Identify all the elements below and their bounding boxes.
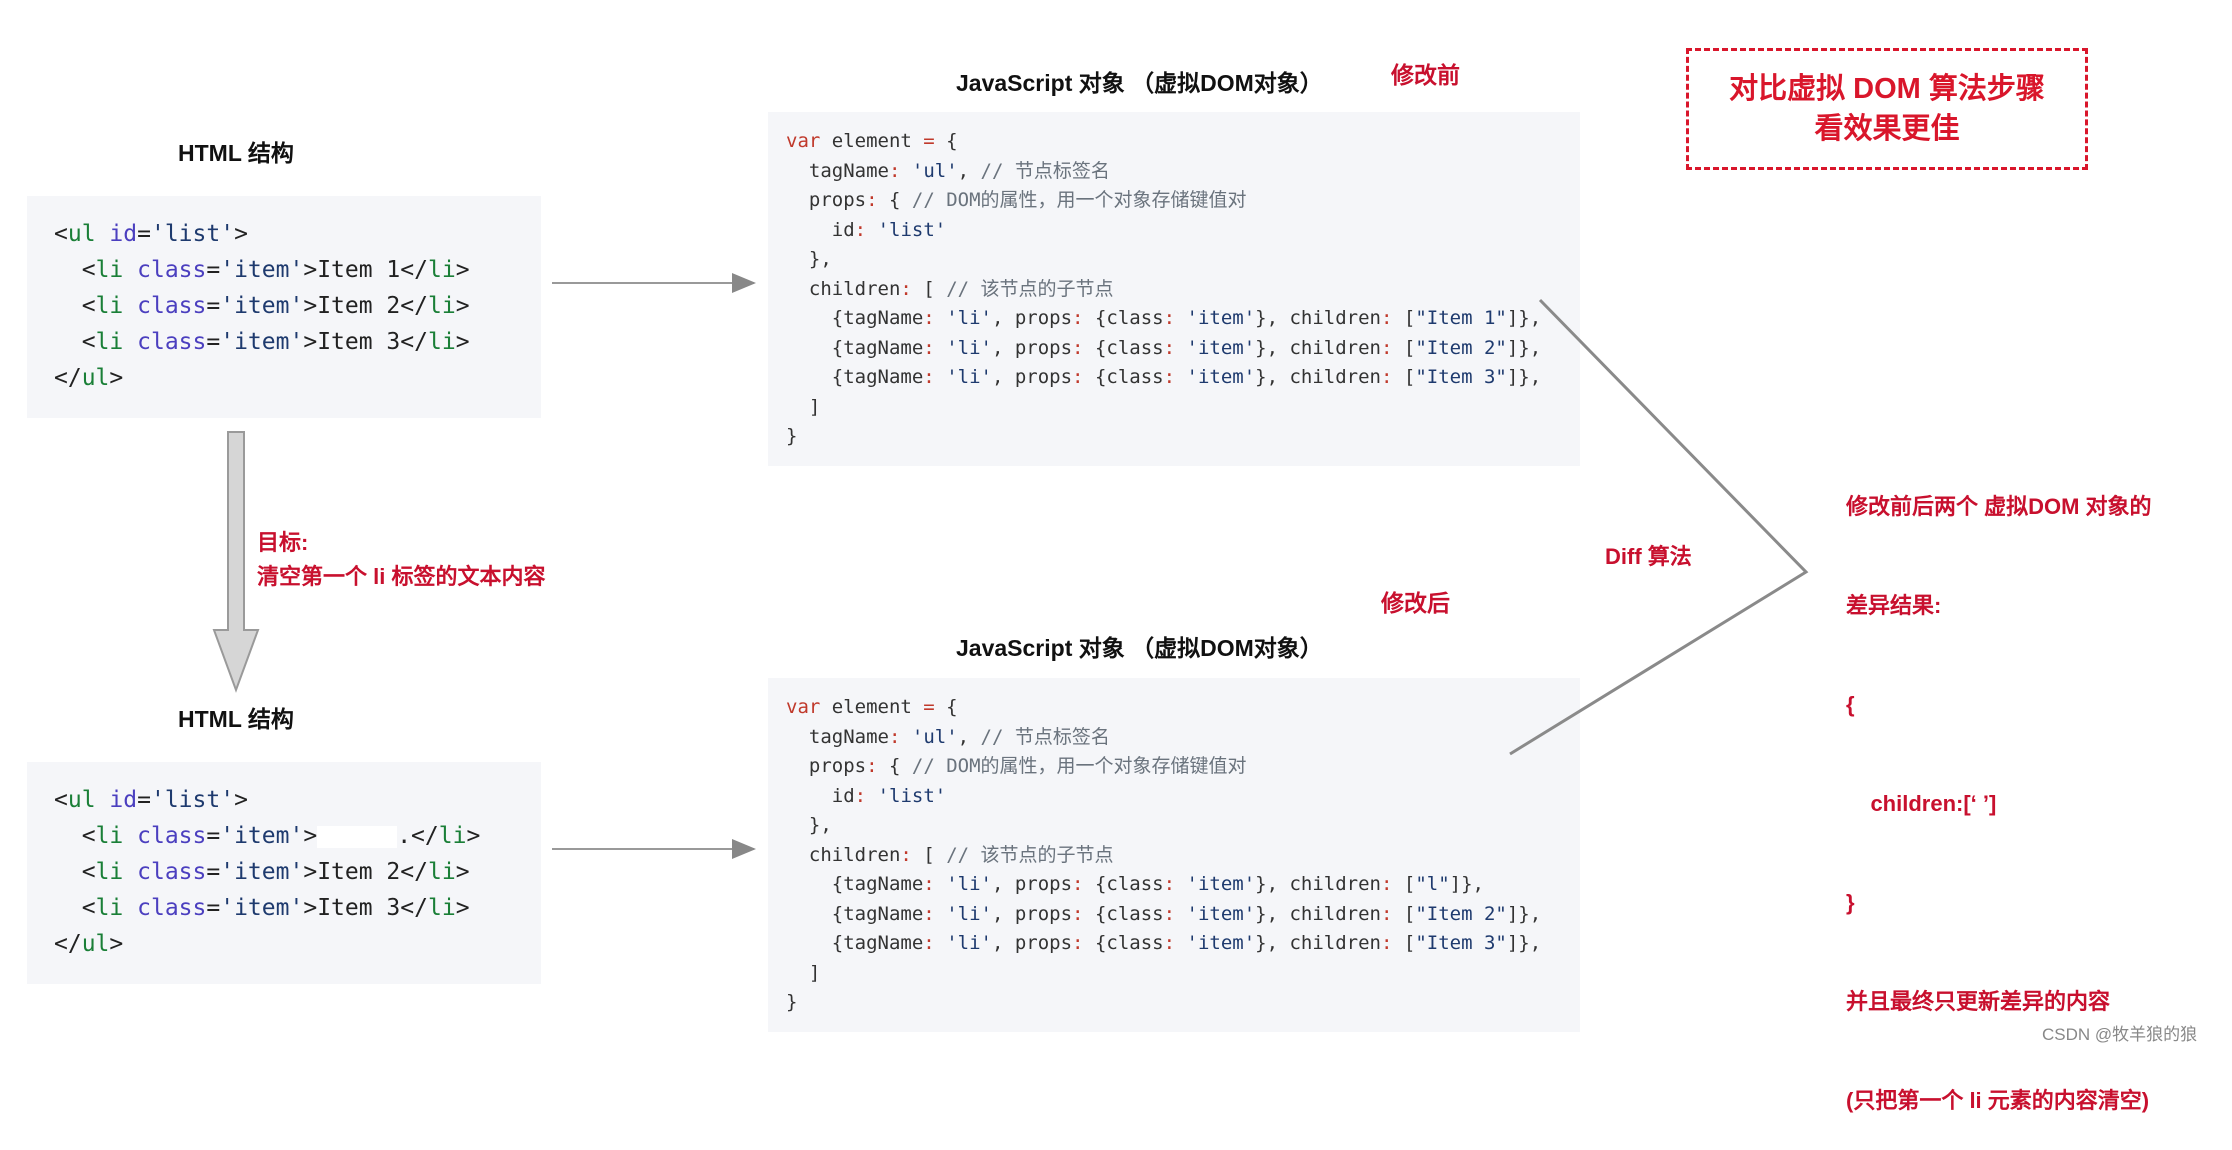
result-line: {	[1846, 692, 1855, 717]
after-label: 修改后	[1381, 590, 1450, 616]
js-line: var element = {	[786, 130, 958, 152]
result-line: children:[‘ ’]	[1846, 791, 1997, 816]
js-line: {tagName: 'li', props: {class: 'item'}, …	[786, 902, 1542, 925]
before-label: 修改前	[1391, 62, 1460, 88]
result-line: 修改前后两个 虚拟DOM 对象的	[1846, 494, 2152, 519]
result-line: (只把第一个 li 元素的内容清空)	[1846, 1088, 2150, 1113]
result-line: }	[1846, 890, 1855, 915]
js-line: props: { // DOM的属性，用一个对象存储键值对	[808, 755, 1247, 777]
tip-line-2: 看效果更佳	[1814, 113, 1960, 145]
result-line: 差异结果:	[1846, 593, 1942, 618]
result-line: 并且最终只更新差异的内容	[1846, 989, 2111, 1014]
js-line: {tagName: 'li', props: {class: 'item'}, …	[786, 873, 1484, 895]
diff-connector	[1509, 298, 1809, 756]
html-code-box-bottom: <ul id='list'> <li class='item'>.</li> <…	[27, 762, 541, 984]
js-line: ]	[808, 395, 821, 418]
js-line: id: 'list'	[831, 218, 947, 241]
js-line: {tagName: 'li', props: {class: 'item'}, …	[786, 932, 1542, 954]
js-line: {tagName: 'li', props: {class: 'item'}, …	[786, 336, 1542, 359]
js-line: }	[786, 425, 798, 447]
html-line: <li class='item'>Item 1</li>	[81, 257, 470, 283]
js-line: },	[808, 814, 832, 836]
js-line: id: 'list'	[831, 784, 947, 807]
html-line: <li class='item'>Item 2</li>	[81, 293, 470, 319]
diagram-connectors	[212, 273, 1809, 859]
js-line: children: [ // 该节点的子节点	[808, 277, 1114, 300]
js-line: var element = {	[786, 696, 958, 718]
js-line: ]	[808, 961, 821, 984]
goal-down-arrow	[212, 431, 260, 693]
js-line: {tagName: 'li', props: {class: 'item'}, …	[786, 307, 1542, 329]
tip-line-1: 对比虚拟 DOM 算法步骤	[1729, 73, 2045, 105]
diff-label: Diff 算法	[1605, 544, 1692, 569]
js-line: children: [ // 该节点的子节点	[808, 843, 1114, 866]
goal-annotation: 目标: 清空第一个 li 标签的文本内容	[257, 526, 545, 594]
watermark: CSDN @牧羊狼的狼	[2042, 1025, 2198, 1044]
html-structure-title-top: HTML 结构	[178, 140, 294, 166]
js-line: props: { // DOM的属性，用一个对象存储键值对	[808, 189, 1247, 211]
html-line: <ul id='list'>	[54, 221, 248, 247]
html-line: </ul>	[54, 931, 124, 957]
js-line: },	[808, 248, 832, 270]
html-line: <li class='item'>Item 3</li>	[81, 329, 470, 355]
js-line: }	[786, 991, 798, 1013]
tip-box: 对比虚拟 DOM 算法步骤 看效果更佳	[1686, 48, 2088, 170]
goal-label: 目标:	[257, 530, 309, 555]
js-line: tagName: 'ul', // 节点标签名	[808, 725, 1110, 748]
js-line: tagName: 'ul', // 节点标签名	[808, 159, 1110, 182]
js-code-box-bottom: var element = { tagName: 'ul', // 节点标签名 …	[768, 678, 1580, 1032]
html-line: <li class='item'>.</li>	[81, 823, 481, 849]
goal-text: 清空第一个 li 标签的文本内容	[257, 564, 546, 589]
html-line: </ul>	[54, 365, 124, 391]
js-line: {tagName: 'li', props: {class: 'item'}, …	[786, 366, 1542, 388]
redaction-mask	[317, 825, 398, 848]
html-structure-title-bottom: HTML 结构	[178, 706, 294, 732]
js-object-title-top: JavaScript 对象 （虚拟DOM对象）	[956, 70, 1323, 96]
html-line: <li class='item'>Item 3</li>	[81, 895, 470, 921]
html-code-box-top: <ul id='list'> <li class='item'>Item 1</…	[27, 196, 541, 418]
js-code-box-top: var element = { tagName: 'ul', // 节点标签名 …	[768, 112, 1580, 466]
html-line: <li class='item'>Item 2</li>	[81, 859, 470, 885]
html-line: <ul id='list'>	[54, 787, 248, 813]
js-object-title-bottom: JavaScript 对象 （虚拟DOM对象）	[956, 635, 1323, 661]
